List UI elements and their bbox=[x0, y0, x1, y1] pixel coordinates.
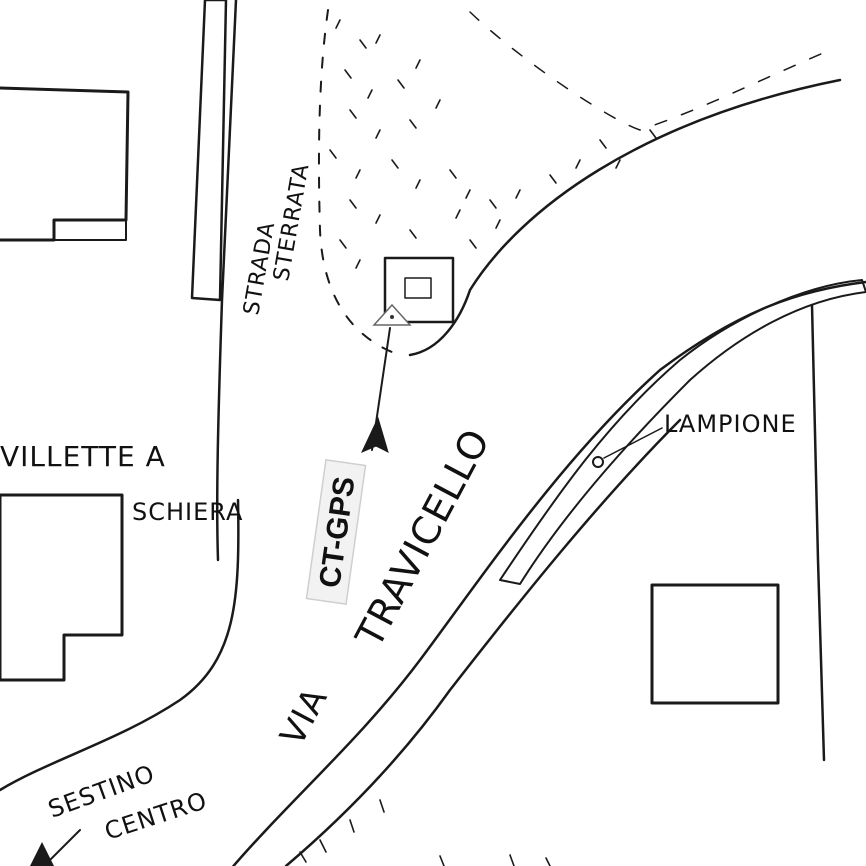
stipple-mark bbox=[349, 199, 357, 209]
stipple-mark bbox=[615, 159, 621, 169]
stipple-mark bbox=[469, 239, 477, 249]
stipple-mark bbox=[409, 119, 417, 129]
via-travicello-lower-edge bbox=[284, 418, 682, 866]
stipple-mark bbox=[355, 169, 361, 179]
stipple-mark bbox=[515, 189, 521, 199]
survey-box bbox=[383, 256, 455, 324]
right-property-edge bbox=[810, 303, 826, 762]
building-right bbox=[650, 583, 780, 705]
sestino-arrow-icon bbox=[30, 829, 81, 866]
stipple-marks bbox=[329, 19, 657, 269]
gps-tag: CT-GPS bbox=[305, 459, 367, 605]
stipple-mark bbox=[391, 159, 399, 169]
label-schiera: SCHIERA bbox=[132, 498, 243, 526]
north-arrow-icon bbox=[360, 327, 391, 453]
stipple-mark bbox=[339, 239, 347, 249]
left-road-edge bbox=[215, 0, 238, 562]
stipple-mark bbox=[435, 99, 441, 109]
stipple-mark bbox=[397, 79, 405, 89]
stipple-mark bbox=[599, 139, 607, 149]
label-villette: VILLETTE A bbox=[0, 440, 166, 473]
stipple-mark bbox=[489, 199, 497, 209]
stipple-mark bbox=[355, 259, 361, 269]
stipple-mark bbox=[335, 19, 341, 29]
lamp-post-icon bbox=[592, 427, 663, 468]
point-triangle-icon bbox=[372, 303, 412, 326]
stipple-mark bbox=[375, 129, 381, 139]
stipple-mark bbox=[415, 59, 421, 69]
wall-strip bbox=[190, 0, 228, 302]
stipple-mark bbox=[409, 229, 417, 239]
stipple-mark bbox=[349, 109, 357, 119]
stipple-mark bbox=[344, 69, 352, 79]
building-top-left bbox=[0, 86, 130, 242]
stipple-mark bbox=[375, 214, 381, 224]
stipple-mark bbox=[375, 34, 381, 44]
stipple-mark bbox=[329, 149, 337, 159]
stipple-mark bbox=[415, 179, 421, 189]
stipple-mark bbox=[575, 159, 581, 169]
bottom-stipple bbox=[299, 799, 551, 866]
label-travicello: TRAVICELLO bbox=[347, 421, 499, 655]
stipple-mark bbox=[449, 169, 457, 179]
dirt-road-area bbox=[317, 9, 842, 357]
label-via: VIA bbox=[273, 681, 336, 752]
building-left-villette bbox=[0, 493, 124, 682]
label-lampione: LAMPIONE bbox=[664, 410, 797, 438]
label-sterrata: STERRATA bbox=[269, 161, 314, 283]
stipple-mark bbox=[367, 89, 373, 99]
stipple-mark bbox=[495, 219, 501, 229]
sidewalk-strip bbox=[499, 279, 866, 585]
stipple-mark bbox=[455, 209, 461, 219]
left-road-edge-lower bbox=[0, 498, 240, 792]
stipple-mark bbox=[549, 174, 557, 184]
stipple-mark bbox=[649, 129, 657, 139]
stipple-mark bbox=[465, 189, 471, 199]
stipple-mark bbox=[359, 39, 367, 49]
